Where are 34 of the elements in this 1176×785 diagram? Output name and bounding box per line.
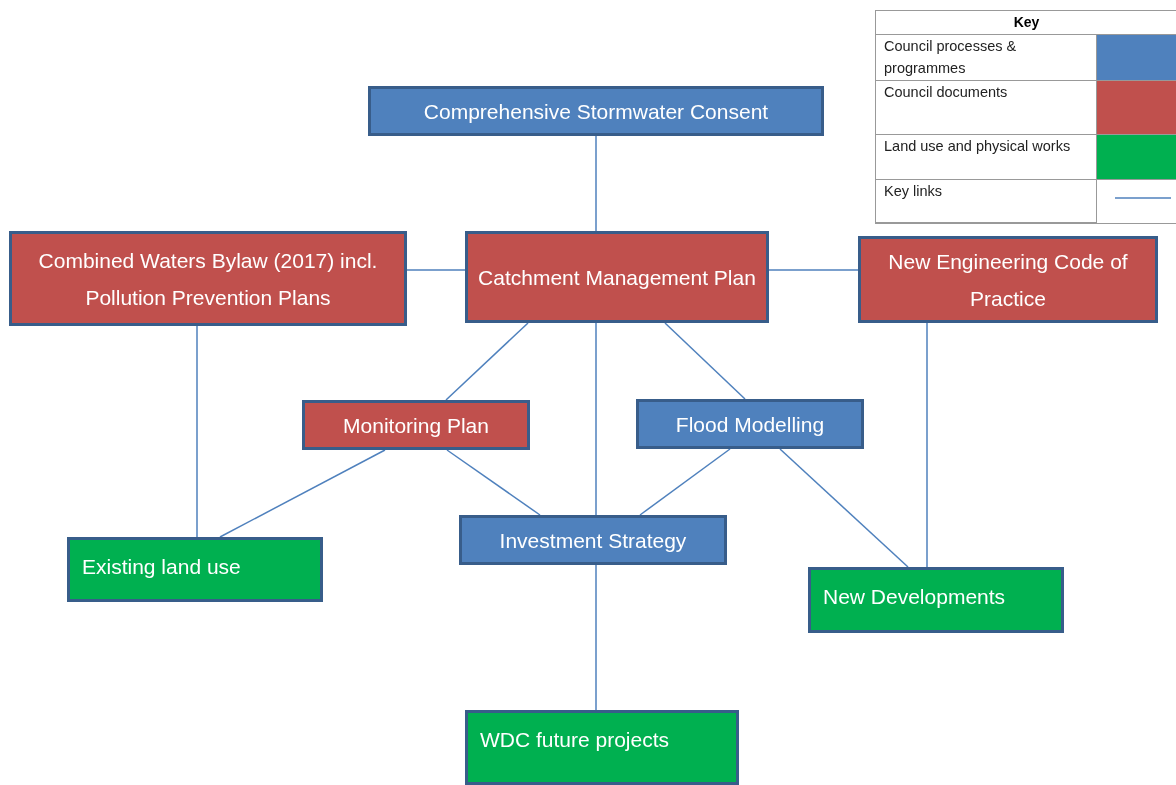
- connector-line: [595, 322, 597, 516]
- connector-line: [768, 269, 859, 271]
- connector-line: [779, 448, 909, 568]
- box-label: Comprehensive Stormwater Consent: [423, 98, 769, 125]
- connector-line: [445, 322, 529, 401]
- process-box: [858, 236, 1158, 323]
- connector-line: [446, 449, 541, 516]
- box-label: WDC future projects: [480, 727, 670, 753]
- connector-line: [406, 269, 466, 271]
- process-box: [465, 231, 769, 323]
- box-label: New Engineering Code of Practice: [887, 248, 1129, 312]
- connector-line: [926, 322, 928, 568]
- process-box: [9, 231, 407, 326]
- process-box: [302, 400, 530, 450]
- connector-line: [196, 325, 198, 538]
- box-label: Existing land use: [82, 554, 241, 580]
- box-label: Flood Modelling: [675, 411, 825, 438]
- box-label: Catchment Management Plan: [478, 264, 756, 291]
- box-label: Combined Waters Bylaw (2017) incl. Pollution Prevention Plans: [37, 247, 379, 311]
- connector-line: [664, 322, 746, 400]
- process-box: [459, 515, 727, 565]
- process-box: [368, 86, 824, 136]
- connector-line: [595, 564, 597, 711]
- connector-line: [639, 448, 731, 516]
- box-label: New Developments: [823, 584, 1006, 610]
- box-label: Monitoring Plan: [343, 412, 489, 439]
- process-box: [636, 399, 864, 449]
- process-box: [465, 710, 739, 785]
- connector-line: [219, 449, 386, 538]
- legend-text: Key links: [876, 180, 1097, 223]
- process-box: [808, 567, 1064, 633]
- connector-line: [595, 135, 597, 232]
- process-box: [67, 537, 323, 602]
- box-label: Investment Strategy: [499, 527, 687, 554]
